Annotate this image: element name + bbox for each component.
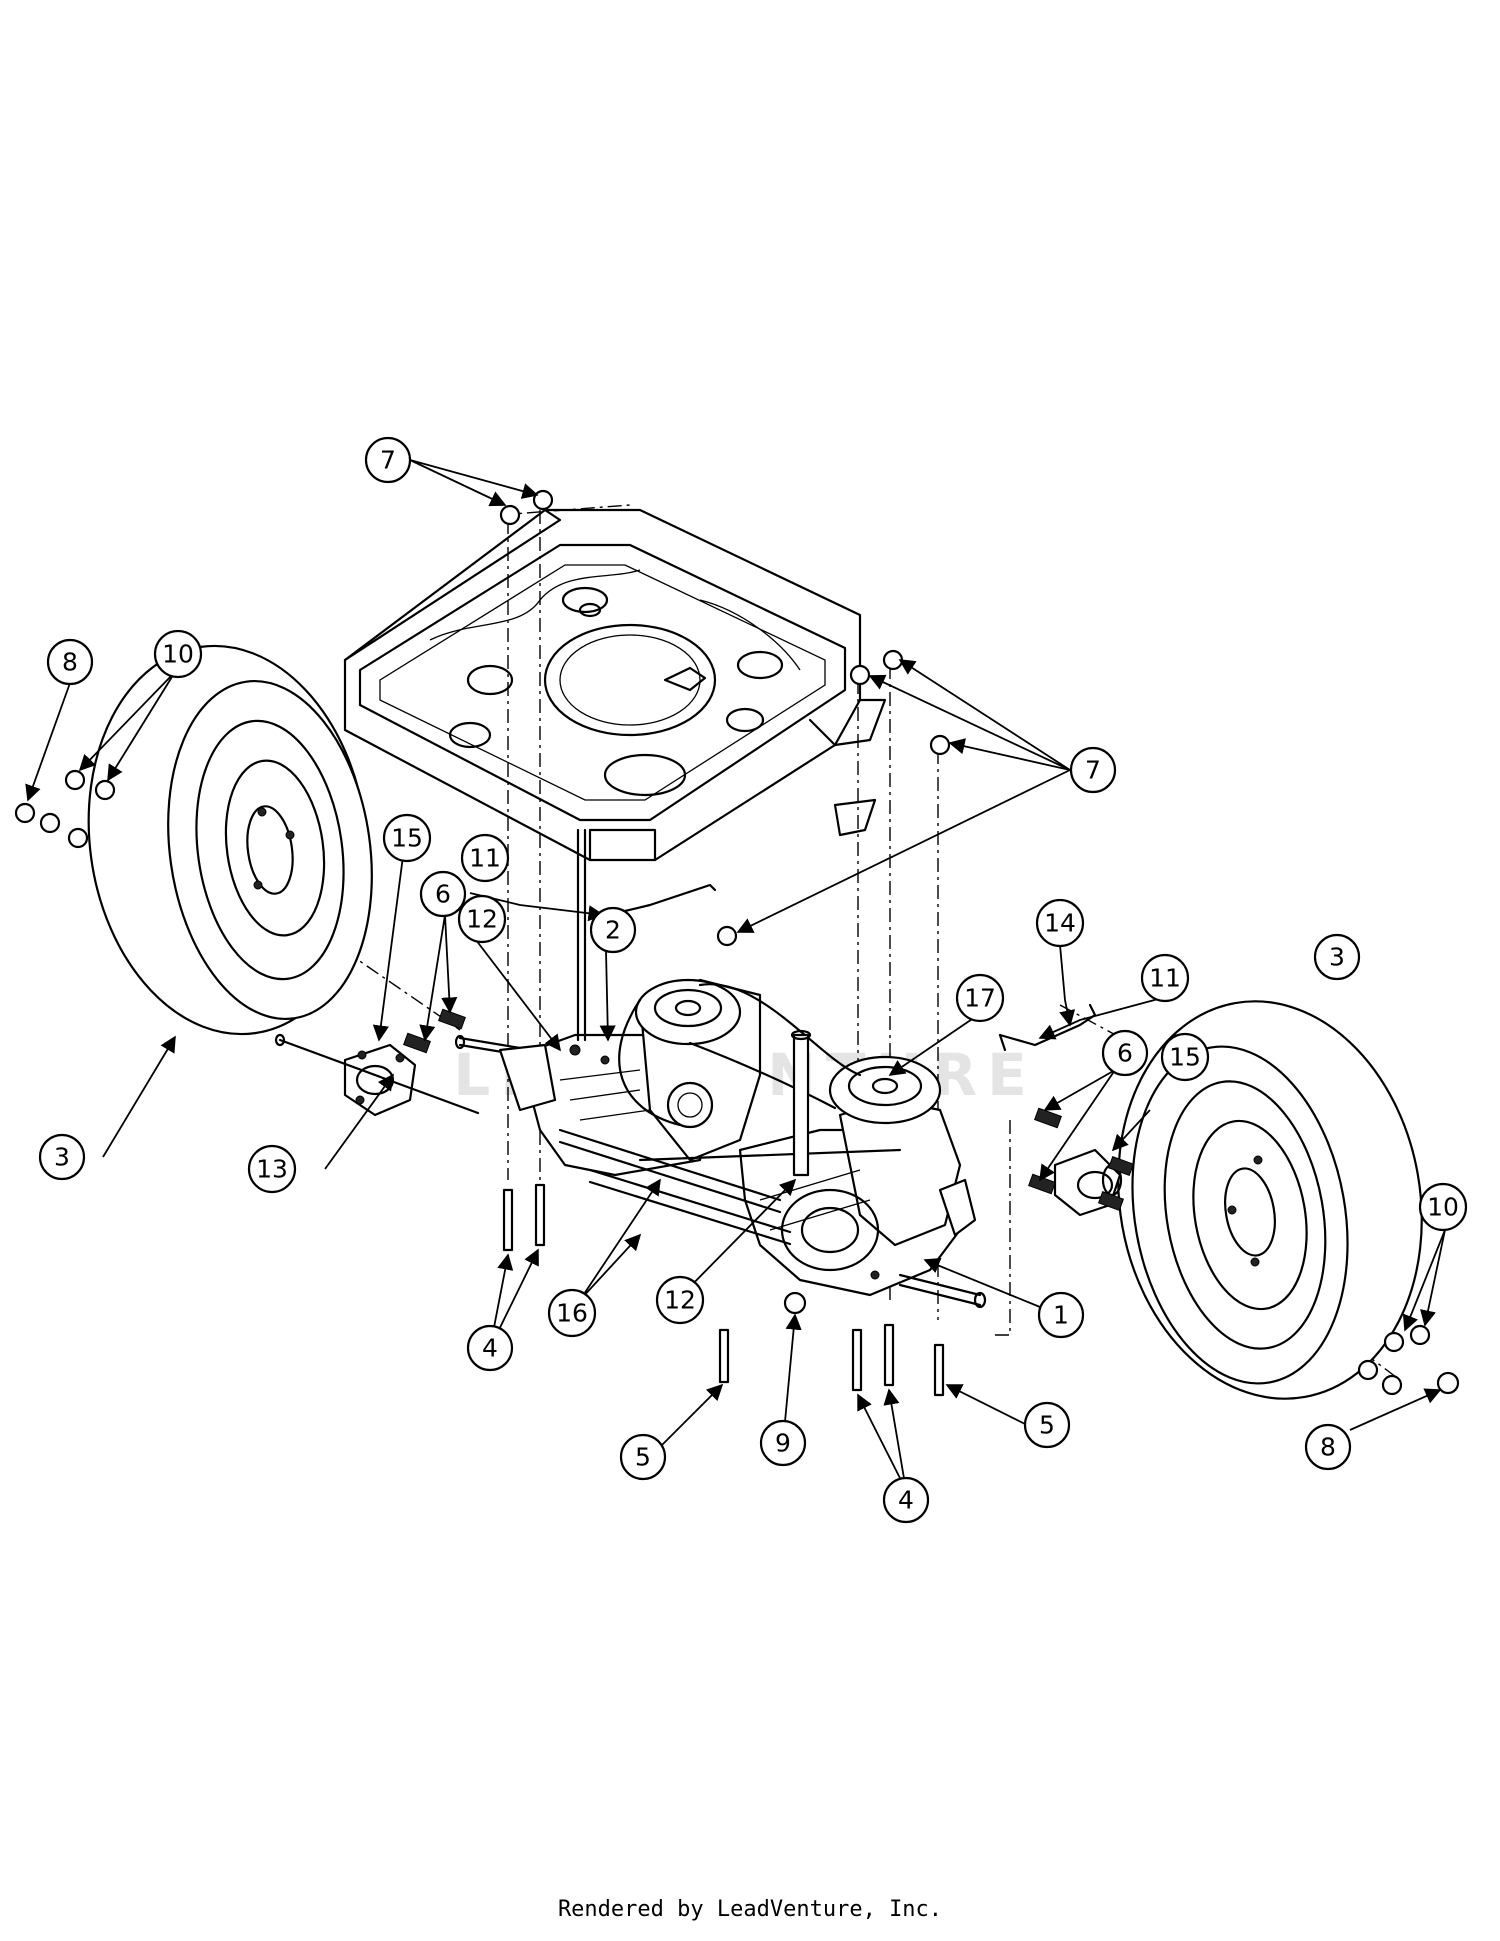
svg-text:3: 3: [54, 1143, 70, 1172]
callout-6-left: 6: [419, 870, 467, 918]
callout-2: 2: [589, 906, 637, 954]
left-hub: [343, 1043, 417, 1117]
callout-11-left: 11: [460, 833, 510, 883]
svg-text:12: 12: [466, 905, 498, 934]
svg-text:7: 7: [380, 446, 396, 475]
bolts: [403, 1008, 1135, 1397]
svg-text:5: 5: [635, 1443, 651, 1472]
callout-6-right: 6: [1101, 1029, 1149, 1077]
callout-4-left: 4: [466, 1324, 514, 1372]
svg-text:8: 8: [62, 648, 78, 677]
svg-text:6: 6: [1117, 1039, 1133, 1068]
drive-belt: [618, 983, 862, 1127]
callout-8-right: 8: [1304, 1423, 1352, 1471]
svg-text:17: 17: [964, 984, 996, 1013]
svg-text:10: 10: [1427, 1193, 1459, 1222]
callout-12-right: 12: [655, 1275, 705, 1325]
left-tire: [87, 644, 373, 1036]
callout-12-left: 12: [457, 894, 507, 944]
callout-5-right: 5: [1023, 1401, 1071, 1449]
svg-text:11: 11: [469, 844, 501, 873]
svg-text:16: 16: [556, 1299, 588, 1328]
svg-text:6: 6: [435, 880, 451, 909]
footer-credit: Rendered by LeadVenture, Inc.: [557, 1897, 943, 1922]
svg-text:12: 12: [664, 1286, 696, 1315]
right-tire: [1117, 1000, 1423, 1400]
callout-11-right: 11: [1140, 953, 1190, 1003]
callout-5-left: 5: [619, 1433, 667, 1481]
svg-text:4: 4: [482, 1334, 498, 1363]
svg-text:4: 4: [898, 1486, 914, 1515]
callout-17: 17: [955, 973, 1005, 1023]
callout-13: 13: [247, 1144, 297, 1194]
svg-text:10: 10: [162, 640, 194, 669]
cross-bars: [558, 1128, 902, 1246]
callout-3-right: 3: [1313, 933, 1361, 981]
svg-text:15: 15: [1169, 1043, 1201, 1072]
callout-15-right: 15: [1160, 1032, 1210, 1082]
svg-text:3: 3: [1329, 943, 1345, 972]
svg-text:5: 5: [1039, 1411, 1055, 1440]
callout-14: 14: [1035, 898, 1085, 948]
svg-text:13: 13: [256, 1155, 288, 1184]
callout-7-top: 7: [364, 436, 412, 484]
left-transaxle: [454, 978, 762, 1177]
vertical-post: [576, 828, 812, 1177]
callout-1: 1: [1037, 1291, 1085, 1339]
callout-8-left: 8: [46, 638, 94, 686]
svg-text:7: 7: [1085, 756, 1101, 785]
svg-text:8: 8: [1320, 1433, 1336, 1462]
callout-10-right: 10: [1418, 1182, 1468, 1232]
callout-15-left: 15: [382, 813, 432, 863]
nuts: [14, 489, 1460, 1396]
callout-10-left: 10: [153, 629, 203, 679]
callout-4-right: 4: [882, 1476, 930, 1524]
svg-text:15: 15: [391, 824, 423, 853]
svg-text:11: 11: [1149, 964, 1181, 993]
svg-text:9: 9: [775, 1429, 791, 1458]
svg-text:1: 1: [1053, 1301, 1069, 1330]
callout-16: 16: [547, 1288, 597, 1338]
svg-text:14: 14: [1044, 909, 1076, 938]
callout-7-right: 7: [1069, 746, 1117, 794]
callout-3-left: 3: [38, 1133, 86, 1181]
control-rods: [606, 883, 1097, 1052]
frame-pan: [343, 504, 887, 862]
callout-9: 9: [759, 1419, 807, 1467]
svg-text:2: 2: [605, 916, 621, 945]
